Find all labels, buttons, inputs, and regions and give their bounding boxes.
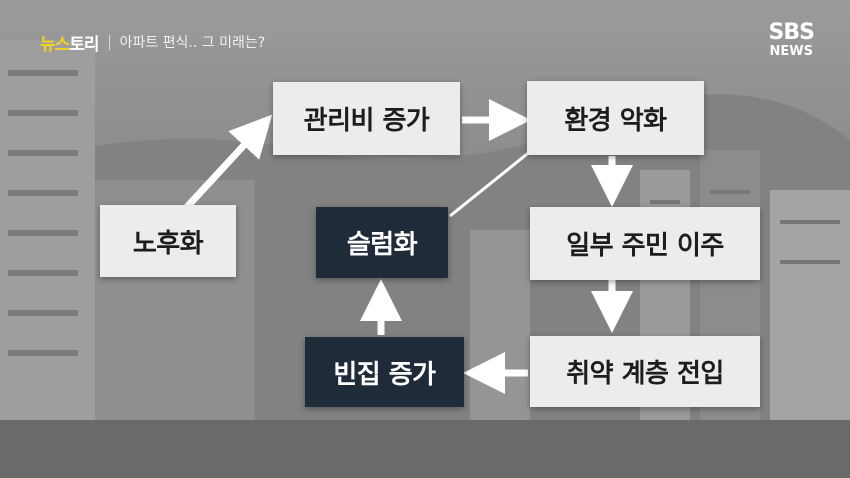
logo-news: NEWS xyxy=(769,44,813,59)
node-vulnerable-move-in: 취약 계층 전입 xyxy=(530,336,760,407)
top-bar: 뉴스토리 아파트 편식.. 그 미래는? xyxy=(40,30,266,55)
node-fee-increase: 관리비 증가 xyxy=(273,82,460,155)
arrow-aging-to-fee xyxy=(183,114,273,211)
sbs-news-logo: SBS NEWS xyxy=(768,20,815,59)
brand-logo: 뉴스토리 xyxy=(40,30,100,55)
divider xyxy=(108,34,110,50)
brand-accent: 뉴스 xyxy=(40,34,70,55)
episode-title: 아파트 편식.. 그 미래는? xyxy=(119,35,266,51)
logo-sbs: SBS xyxy=(768,20,815,45)
node-env-decline: 환경 악화 xyxy=(527,81,704,155)
node-slum: 슬럼화 xyxy=(316,207,448,278)
brand-rest: 토리 xyxy=(69,34,99,55)
node-aging: 노후화 xyxy=(100,205,236,277)
connector-slum-to-env xyxy=(449,148,533,218)
node-residents-leave: 일부 주민 이주 xyxy=(530,207,760,280)
node-vacancy-increase: 빈집 증가 xyxy=(305,337,464,407)
